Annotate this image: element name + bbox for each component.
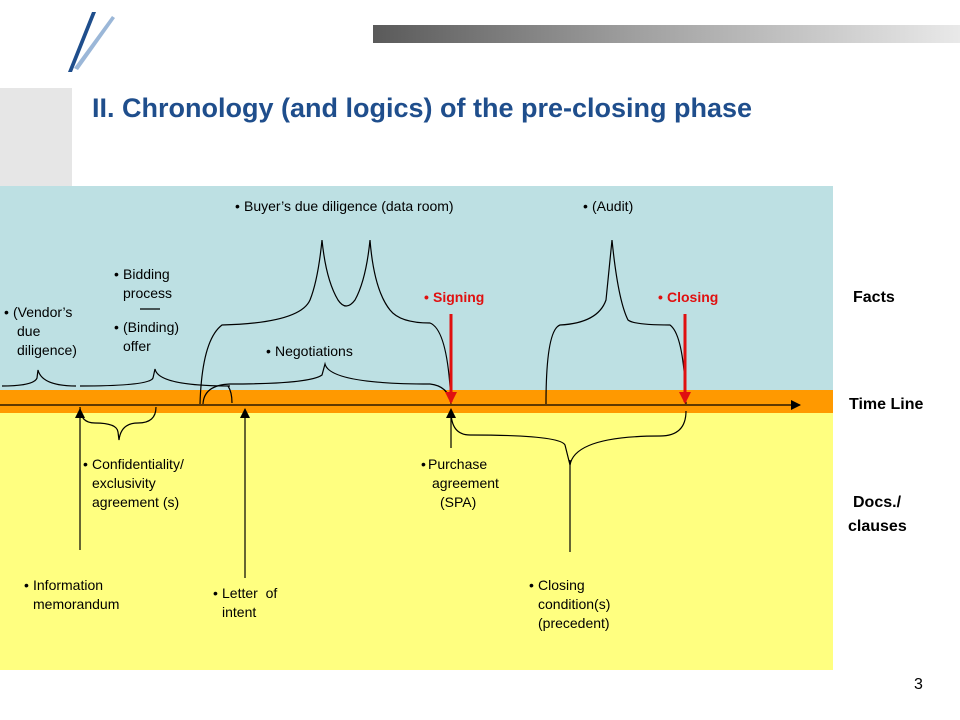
- confidentiality-line1: Confidentiality/: [92, 456, 184, 472]
- bullet: •: [529, 577, 534, 593]
- negotiations-label: • Negotiations: [266, 342, 353, 361]
- bullet: •: [235, 198, 240, 214]
- loi-line1: Letter of: [222, 585, 278, 601]
- time-line-side-label: Time Line: [849, 396, 924, 413]
- header-gradient-bar: [373, 25, 960, 43]
- closing-conditions-line3: (precedent): [538, 615, 610, 631]
- loi-line2: intent: [222, 604, 257, 620]
- closing-label: • Closing: [658, 288, 718, 307]
- closing-conditions-label: • Closing condition(s) (precedent): [529, 576, 610, 633]
- bidding-process-label: • Bidding process: [114, 265, 172, 303]
- closing-conditions-line1: Closing: [538, 577, 585, 593]
- buyer-dd-text: Buyer’s due diligence (data room): [244, 198, 454, 214]
- info-memo-line2: memorandum: [33, 596, 120, 612]
- vendor-due-diligence-label: • (Vendor’s due diligence): [4, 303, 77, 360]
- time-line-band: [0, 390, 833, 413]
- bullet: •: [213, 585, 218, 601]
- docs-band: [0, 413, 833, 670]
- confidentiality-line2: exclusivity: [92, 475, 156, 491]
- negotiations-text: Negotiations: [275, 343, 353, 359]
- vendor-dd-line1: (Vendor’s: [13, 304, 73, 320]
- purchase-agreement-label: • Purchase agreement (SPA): [421, 455, 499, 512]
- slide-title: II. Chronology (and logics) of the pre-c…: [92, 93, 753, 123]
- bullet: •: [658, 289, 663, 305]
- binding-offer-line1: (Binding): [123, 319, 180, 335]
- signing-label: • Signing: [424, 288, 484, 307]
- info-memo-line1: Information: [33, 577, 104, 593]
- bullet: •: [583, 198, 588, 214]
- purchase-line2: agreement: [432, 475, 499, 491]
- letter-of-intent-label: • Letter of intent: [213, 584, 277, 622]
- bullet: •: [24, 577, 29, 593]
- binding-offer-label: • (Binding) offer: [114, 318, 179, 356]
- closing-conditions-line2: condition(s): [538, 596, 611, 612]
- purchase-line3: (SPA): [440, 494, 477, 510]
- confidentiality-line3: agreement (s): [92, 494, 180, 510]
- logo-icon: [68, 12, 115, 72]
- bullet: •: [4, 304, 9, 320]
- bullet: •: [83, 456, 88, 472]
- confidentiality-label: • Confidentiality/ exclusivity agreement…: [83, 455, 184, 512]
- buyer-due-diligence-label: • Buyer’s due diligence (data room): [235, 197, 454, 216]
- docs-side-label-line2: clauses: [848, 518, 907, 535]
- bullet: •: [424, 289, 429, 305]
- information-memorandum-label: • Information memorandum: [24, 576, 119, 614]
- purchase-line1: Purchase: [428, 456, 488, 472]
- bullet: •: [421, 456, 426, 472]
- bullet: •: [114, 319, 119, 335]
- facts-band: [0, 186, 833, 390]
- page-number: 3: [914, 676, 923, 693]
- bidding-line1: Bidding: [123, 266, 170, 282]
- signing-text: Signing: [433, 289, 485, 305]
- bullet: •: [266, 343, 271, 359]
- closing-text: Closing: [667, 289, 719, 305]
- binding-offer-line2: offer: [123, 338, 151, 354]
- bullet: •: [114, 266, 119, 282]
- docs-side-label-line1: Docs./: [853, 494, 902, 511]
- audit-text: (Audit): [592, 198, 634, 214]
- audit-label: • (Audit): [583, 197, 633, 216]
- vendor-dd-line3: diligence): [17, 342, 77, 358]
- gray-corner-block: [0, 88, 72, 186]
- vendor-dd-line2: due: [17, 323, 41, 339]
- facts-side-label: Facts: [853, 289, 895, 306]
- bidding-line2: process: [123, 285, 173, 301]
